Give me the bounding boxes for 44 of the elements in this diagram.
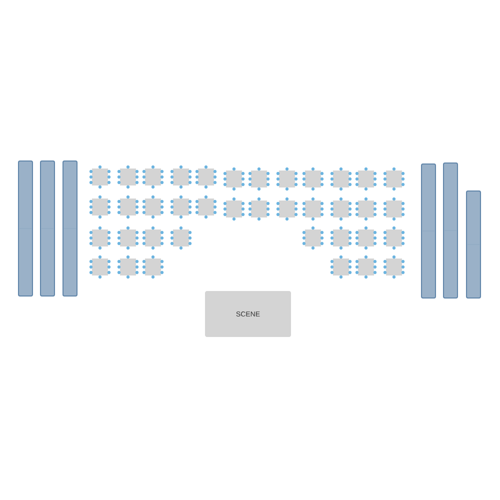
table-drawing — [195, 195, 217, 219]
long-table — [421, 164, 436, 298]
table-drawing — [117, 255, 139, 279]
long-table — [443, 162, 458, 298]
long-table — [466, 190, 481, 298]
table-drawing — [142, 195, 164, 219]
table-drawing — [117, 195, 139, 219]
table-drawing — [276, 197, 298, 221]
table-drawing — [355, 167, 377, 191]
table-drawing — [223, 167, 245, 191]
table-drawing — [142, 165, 164, 189]
table-drawing — [302, 167, 324, 191]
table-drawing — [355, 226, 377, 250]
long-table — [40, 160, 55, 296]
table-drawing — [276, 167, 298, 191]
table-drawing — [117, 226, 139, 250]
table-drawing — [248, 197, 270, 221]
table-drawing — [330, 255, 352, 279]
table-drawing — [89, 165, 111, 189]
table-drawing — [89, 255, 111, 279]
table-drawing — [383, 226, 405, 250]
table-drawing — [248, 167, 270, 191]
table-drawing — [117, 165, 139, 189]
table-drawing — [170, 195, 192, 219]
table-drawing — [383, 255, 405, 279]
table-drawing — [330, 197, 352, 221]
table-drawing — [170, 226, 192, 250]
table-drawing — [89, 195, 111, 219]
table-drawing — [195, 165, 217, 189]
table-drawing — [302, 197, 324, 221]
table-drawing — [170, 165, 192, 189]
table-drawing — [142, 255, 164, 279]
table-drawing — [355, 255, 377, 279]
table-drawing — [383, 167, 405, 191]
table-drawing — [330, 167, 352, 191]
table-drawing — [302, 226, 324, 250]
table-drawing — [89, 226, 111, 250]
long-table — [62, 160, 78, 296]
long-table — [18, 160, 33, 296]
table-drawing — [383, 197, 405, 221]
table-drawing — [330, 226, 352, 250]
table-drawing — [223, 197, 245, 221]
table-drawing — [355, 197, 377, 221]
table-drawing — [142, 226, 164, 250]
